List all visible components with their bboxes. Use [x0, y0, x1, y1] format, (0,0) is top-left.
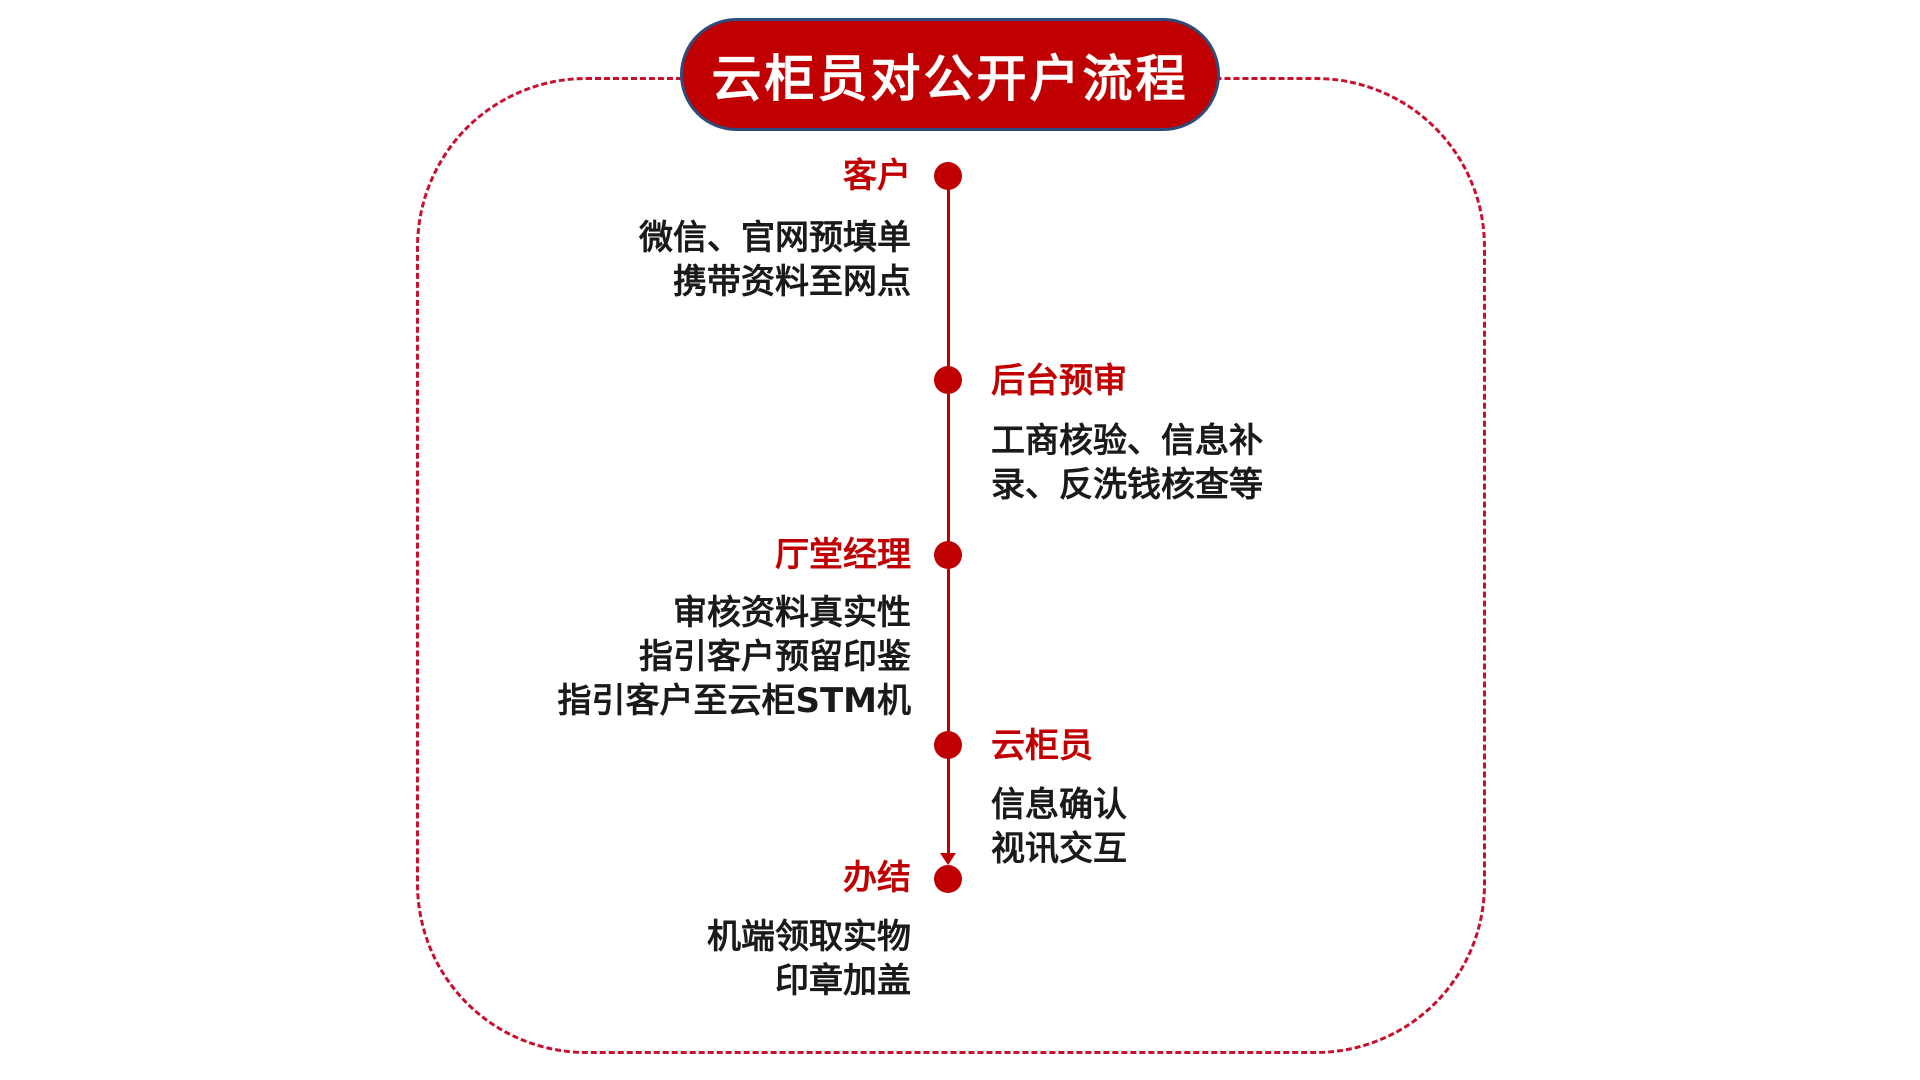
step-desc-line: 视讯交互 — [991, 829, 1127, 869]
step-title-completion: 办结 — [843, 858, 911, 898]
step-desc-lobby-manager: 审核资料真实性 指引客户预留印鉴 指引客户至云柜STM机 — [557, 591, 911, 723]
step-desc-line: 携带资料至网点 — [673, 262, 911, 302]
step-desc-line: 信息确认 — [991, 785, 1127, 825]
step-title-cloud-teller: 云柜员 — [991, 726, 1093, 766]
step-desc-line: 指引客户至云柜STM机 — [557, 681, 911, 721]
step-dot-backend-review — [934, 366, 962, 394]
timeline-arrowhead — [940, 853, 956, 865]
step-desc-line: 审核资料真实性 — [673, 593, 911, 633]
step-desc-cloud-teller: 信息确认 视讯交互 — [991, 783, 1127, 871]
step-title-backend-review: 后台预审 — [991, 361, 1127, 401]
step-dot-customer — [934, 162, 962, 190]
step-desc-customer: 微信、官网预填单 携带资料至网点 — [639, 216, 911, 304]
step-desc-line: 工商核验、信息补 — [991, 421, 1263, 461]
step-dot-completion — [934, 865, 962, 893]
step-desc-line: 指引客户预留印鉴 — [639, 637, 911, 677]
timeline-line — [947, 175, 950, 855]
step-desc-line: 录、反洗钱核查等 — [991, 465, 1263, 505]
step-desc-line: 印章加盖 — [775, 961, 911, 1001]
step-dot-cloud-teller — [934, 731, 962, 759]
step-desc-backend-review: 工商核验、信息补 录、反洗钱核查等 — [991, 419, 1263, 507]
page-title: 云柜员对公开户流程 — [711, 49, 1189, 108]
step-desc-line: 机端领取实物 — [707, 917, 911, 957]
step-title-customer: 客户 — [843, 156, 911, 196]
step-dot-lobby-manager — [934, 541, 962, 569]
step-title-lobby-manager: 厅堂经理 — [775, 535, 911, 575]
step-desc-completion: 机端领取实物 印章加盖 — [707, 915, 911, 1003]
step-desc-line: 微信、官网预填单 — [639, 218, 911, 258]
title-pill: 云柜员对公开户流程 — [680, 18, 1220, 131]
